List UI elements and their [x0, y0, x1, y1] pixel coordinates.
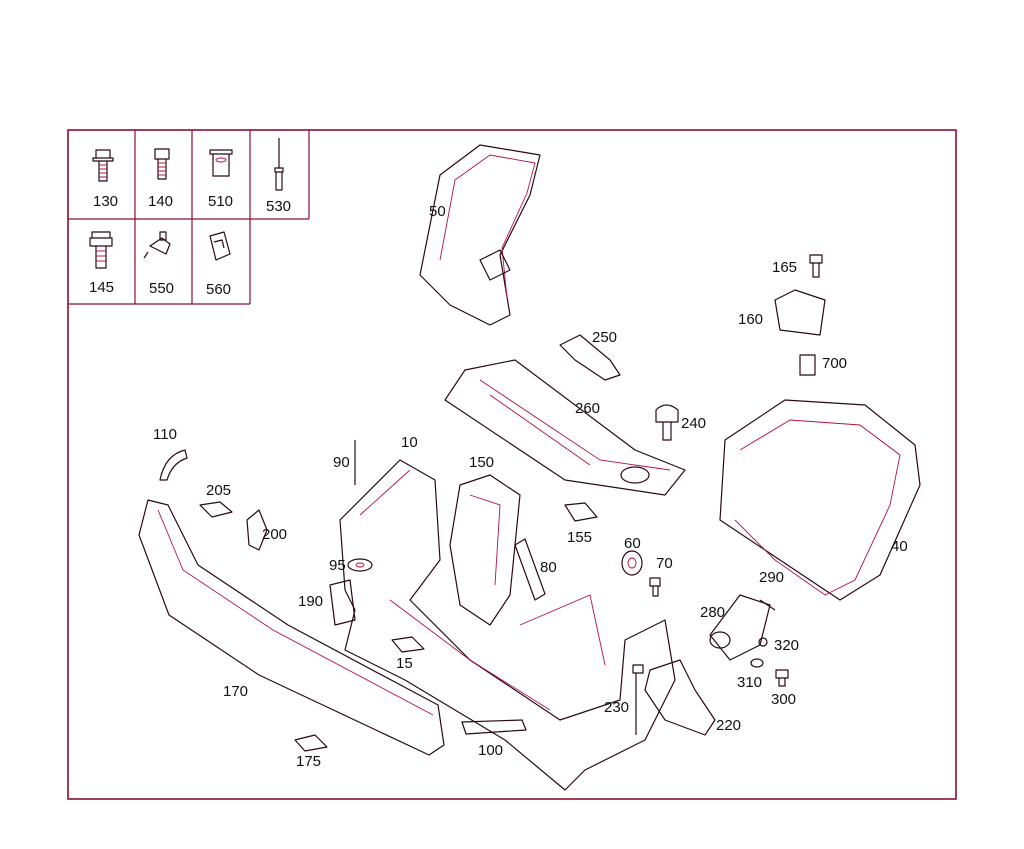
- callout-300: 300: [771, 691, 796, 708]
- spring-nut-icon: [209, 231, 231, 261]
- rubber-buffer-240: [655, 404, 679, 441]
- label-510: 510: [208, 193, 233, 210]
- callout-labels: 50 250 165 160 700 260 240 110 10 150 90…: [153, 203, 908, 770]
- callout-70: 70: [656, 555, 673, 572]
- hood-lock-160: [774, 254, 826, 376]
- callout-220: 220: [716, 717, 741, 734]
- fastener-table: [68, 130, 310, 305]
- bracket-150: [449, 474, 521, 626]
- callout-40: 40: [891, 538, 908, 555]
- bolt-300: [775, 669, 789, 687]
- washer-95: [347, 558, 373, 572]
- bolt-70: [649, 577, 661, 597]
- callout-280: 280: [700, 604, 725, 621]
- grommet-60: [621, 550, 643, 576]
- expansion-clip-icon: [143, 231, 171, 259]
- callout-100: 100: [478, 742, 503, 759]
- upper-cross-member: [444, 359, 686, 496]
- callout-155: 155: [567, 529, 592, 546]
- callout-260: 260: [575, 400, 600, 417]
- clip-175: [294, 734, 328, 752]
- callout-175: 175: [296, 753, 321, 770]
- label-130: 130: [93, 193, 118, 210]
- callout-160: 160: [738, 311, 763, 328]
- callout-290: 290: [759, 569, 784, 586]
- label-550: 550: [149, 280, 174, 297]
- label-145: 145: [89, 279, 114, 296]
- callout-10: 10: [401, 434, 418, 451]
- callout-230: 230: [604, 699, 629, 716]
- callout-150: 150: [469, 454, 494, 471]
- strip-100: [461, 719, 527, 735]
- label-140: 140: [148, 193, 173, 210]
- clip-15: [391, 636, 425, 653]
- fastener-labels: 130 140 510 530 145 550 560: [89, 193, 291, 298]
- main-carrier-10: [339, 440, 676, 791]
- washer-310: [750, 658, 764, 668]
- bolt-230: [632, 664, 644, 735]
- left-a-pillar-bracket: [419, 144, 541, 326]
- callout-190: 190: [298, 593, 323, 610]
- bracket-220: [644, 659, 716, 736]
- diagram-frame: [67, 129, 957, 800]
- callout-250: 250: [592, 329, 617, 346]
- callout-200: 200: [262, 526, 287, 543]
- hinge-280: [709, 594, 771, 661]
- callout-110: 110: [153, 426, 177, 443]
- label-530: 530: [266, 198, 291, 215]
- bolt-flange-icon: [92, 149, 114, 182]
- washer-320: [758, 637, 768, 647]
- rivet-nut-icon: [209, 149, 233, 177]
- label-560: 560: [206, 281, 231, 298]
- bracket-200: [246, 509, 268, 551]
- callout-170: 170: [223, 683, 248, 700]
- bolt-torx-icon: [89, 231, 113, 269]
- callout-60: 60: [624, 535, 641, 552]
- callout-310: 310: [737, 674, 762, 691]
- callout-95: 95: [329, 557, 346, 574]
- strut-80: [514, 538, 546, 601]
- callout-80: 80: [540, 559, 557, 576]
- clip-205: [199, 501, 233, 518]
- bolt-hex-icon: [154, 148, 170, 180]
- callout-700: 700: [822, 355, 847, 372]
- callout-90: 90: [333, 454, 350, 471]
- callout-165: 165: [772, 259, 797, 276]
- bumper-beam-170: [138, 499, 445, 756]
- clip-155: [564, 502, 598, 522]
- bracket-190: [329, 579, 356, 626]
- right-a-pillar-bracket: [719, 399, 921, 601]
- callout-320: 320: [774, 637, 799, 654]
- clip-110: [159, 449, 188, 481]
- callout-240: 240: [681, 415, 706, 432]
- callout-50: 50: [429, 203, 446, 220]
- bolt-290: [759, 599, 776, 611]
- callout-205: 205: [206, 482, 231, 499]
- blind-rivet-icon: [274, 138, 284, 191]
- bracket-250: [559, 334, 621, 381]
- callout-15: 15: [396, 655, 413, 672]
